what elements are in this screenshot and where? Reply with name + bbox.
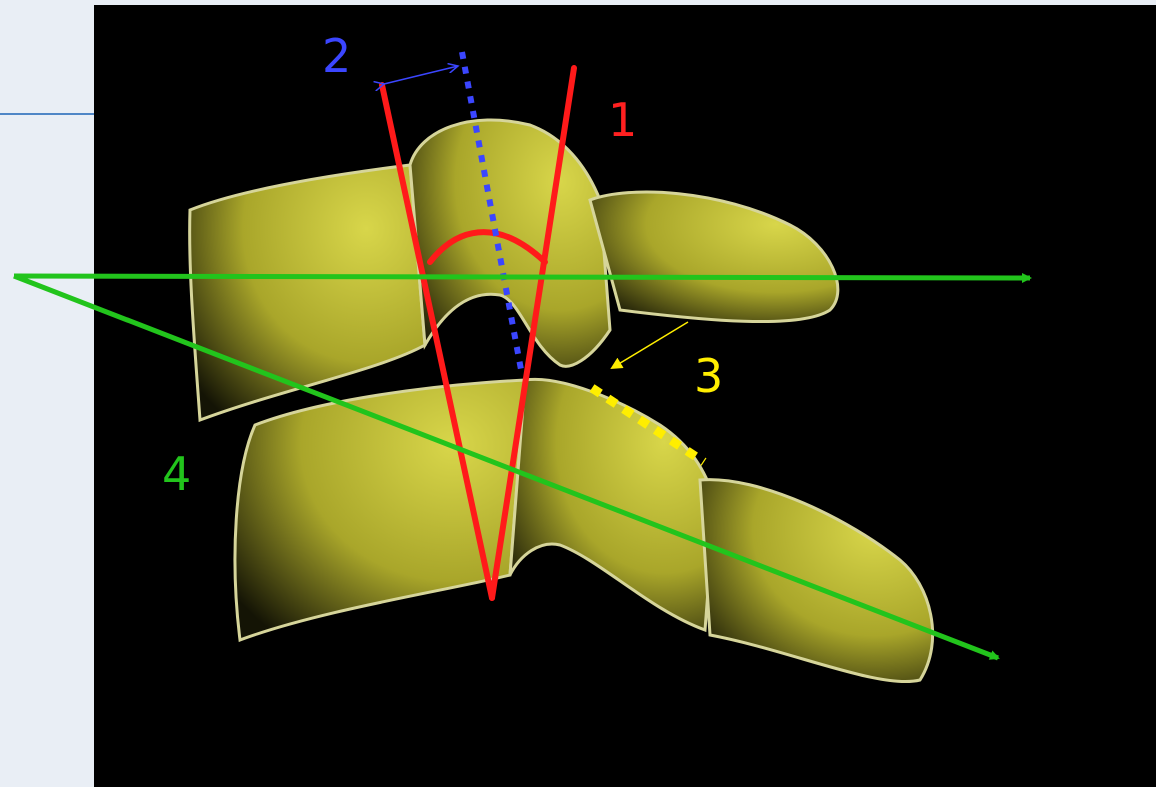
label-two: 2 — [322, 29, 351, 83]
label-one: 1 — [608, 93, 637, 147]
label-three: 3 — [694, 349, 723, 403]
label-four: 4 — [162, 447, 191, 501]
green-horizontal-line — [14, 276, 1030, 278]
